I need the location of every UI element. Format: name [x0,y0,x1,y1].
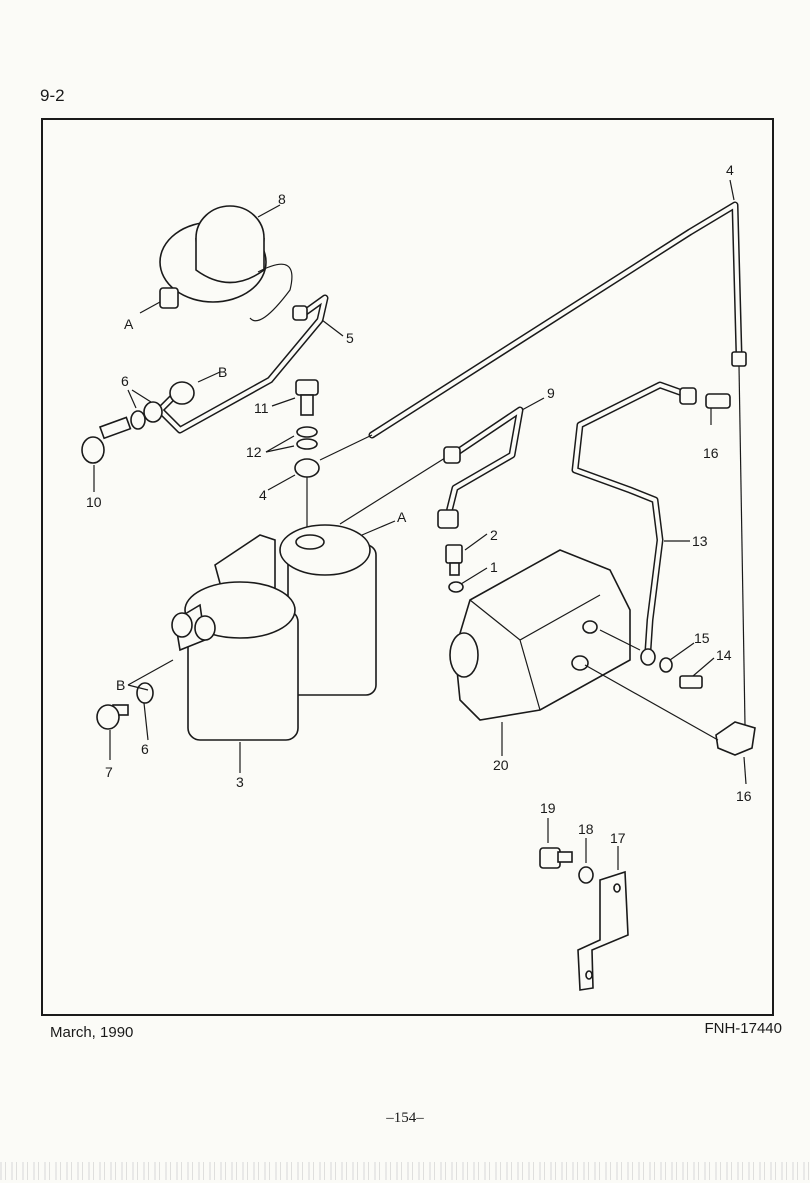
revision-date: March, 1990 [50,1024,134,1041]
callout-6-bottom: 6 [141,741,149,757]
bracket-17-bolt-19 [539,847,629,991]
callout-16-top: 16 [703,445,719,461]
callout-19: 19 [540,800,556,816]
callout-6-top: 6 [121,373,129,389]
callout-17: 17 [610,830,626,846]
pipe-13 [571,381,697,666]
callout-4-mid: 4 [259,487,267,503]
washers-6-bolt-10 [81,401,163,464]
page-number: –154– [386,1110,424,1126]
callout-ref-a-pump: A [124,316,134,332]
callout-1: 1 [490,559,498,575]
callout-13: 13 [692,533,708,549]
callout-4-top: 4 [726,162,734,178]
fuel-pipe-4 [368,201,747,726]
callout-5: 5 [346,330,354,346]
callout-10: 10 [86,494,102,510]
callout-18: 18 [578,821,594,837]
diagram-frame [41,118,774,1016]
callout-ref-b-pipe: B [218,364,227,380]
callout-15: 15 [694,630,710,646]
injection-pump-20 [449,549,631,721]
pipe-9 [437,406,524,529]
callout-7: 7 [105,764,113,780]
callout-2: 2 [490,527,498,543]
pump-8 [159,205,293,322]
callout-20: 20 [493,757,509,773]
callout-ref-a-filter: A [397,509,407,525]
callout-ref-b-filter: B [116,677,125,693]
document-number: FNH-17440 [704,1020,782,1037]
callout-9: 9 [547,385,555,401]
callout-12: 12 [246,444,262,460]
section-label: 9-2 [40,86,65,105]
scan-artifact-strip [0,1162,810,1180]
callout-16-bottom: 16 [736,788,752,804]
fitting-2-washer-1 [445,544,464,593]
callout-8: 8 [278,191,286,207]
fittings-14-15-16 [659,393,756,756]
bolt-11-washers-12 [294,379,320,535]
fuel-filter-3 [171,524,377,741]
callout-11: 11 [254,400,269,416]
callout-3: 3 [236,774,244,790]
leader-lines [93,179,747,870]
callout-14: 14 [716,647,732,663]
